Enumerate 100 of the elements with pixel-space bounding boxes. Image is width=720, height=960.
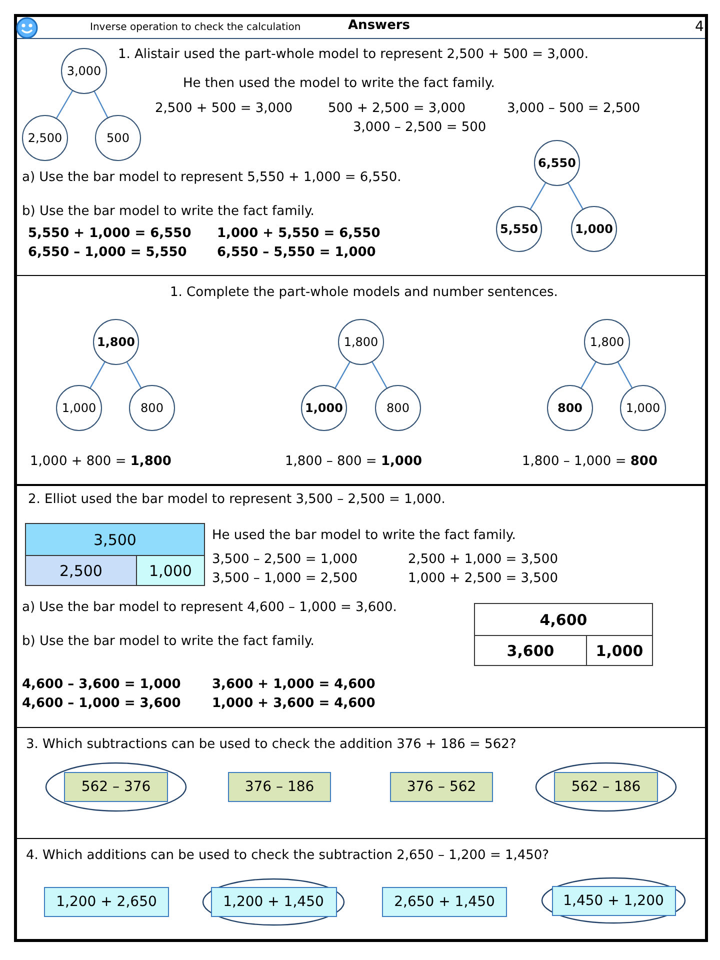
number-text: 1,200 + 1,450 [223,894,324,910]
number-text: 2,500 [28,131,62,145]
question-text: 3. Which subtractions can be used to check the addition 376 + 186 = 562? [26,737,516,753]
answer-card [64,772,168,802]
number-circle [56,385,102,431]
number-circle [61,48,107,94]
instruction-text: He then used the model to write the fact family. [183,76,495,92]
number-circle [534,140,580,186]
equation-text: 500 + 2,500 = 3,000 [328,101,466,117]
answer-card [228,772,331,802]
number-text: 1,000 [596,642,644,660]
answer-card [390,772,493,802]
connector-line [56,90,73,118]
bar-model-cell [136,555,205,586]
bar-model-cell [474,603,653,636]
number-circle [547,385,593,431]
number-circle [95,115,141,161]
equation-text: 2,500 + 500 = 3,000 [155,101,293,117]
answer-equation: 6,550 – 1,000 = 5,550 [28,245,187,261]
number-circle [375,385,421,431]
number-text: 2,500 [60,562,102,580]
question-text: b) Use the bar model to write the fact family. [22,634,314,650]
number-text: 1,000 [305,401,343,415]
number-text: 4,600 [540,610,588,628]
question-text: 2. Elliot used the bar model to represent 3,500 – 2,500 = 1,000. [28,492,446,508]
connector-line [94,91,108,118]
equation-text: 3,500 – 2,500 = 1,000 [212,552,358,568]
number-text: 562 – 376 [81,779,151,795]
bar-model-cell [586,635,653,666]
number-circle [22,115,68,161]
number-text: 5,550 [500,222,538,236]
number-text: 3,500 [94,530,136,548]
number-circle [129,385,175,431]
answers-heading: Answers [348,18,410,34]
answer-card [210,887,336,917]
number-circle [584,319,630,365]
number-text: 3,600 [506,642,554,660]
bar-model-cell [25,555,137,586]
number-text: 1,800 [344,335,378,349]
equation-text: 3,000 – 500 = 2,500 [507,101,640,117]
number-text: 562 – 186 [571,779,641,795]
connector-line [530,182,546,210]
answer-equation: 6,550 – 5,550 = 1,000 [217,245,376,261]
instruction-text: He used the bar model to write the fact family. [212,528,516,544]
connector-line [372,362,388,388]
number-circle [620,385,666,431]
number-text: 1,800 [97,335,135,349]
question-text: 1. Complete the part-whole models and number sentences. [170,285,558,301]
number-text: 2,650 + 1,450 [394,894,495,910]
equation-text: 3,000 – 2,500 = 500 [353,120,486,136]
number-text: 1,000 [575,222,613,236]
number-text: 3,000 [66,64,102,78]
question-text: a) Use the bar model to represent 4,600 – 1,000 = 3,600. [22,600,397,616]
equation-text: 2,500 + 1,000 = 3,500 [408,552,558,568]
number-text: 500 [106,131,130,145]
question-text: 1. Alistair used the part-whole model to represent 2,500 + 500 = 3,000. [118,47,588,63]
page-number: 4 [695,19,704,35]
number-circle [338,319,384,365]
question-text: a) Use the bar model to represent 5,550 + 1,000 = 6,550. [22,170,402,186]
connector-line [568,182,584,210]
equation-text: 1,800 – 1,000 = 800 [522,454,658,470]
connector-line [580,362,596,388]
number-text: 800 [140,401,164,415]
number-circle [571,206,617,252]
answer-equation: 4,600 – 3,600 = 1,000 [22,677,181,693]
answer-equation: 1,000 + 5,550 = 6,550 [217,226,380,242]
answer-card [382,887,507,917]
answer-card [552,886,676,916]
bar-model-cell [474,635,587,666]
equation-text: 3,500 – 1,000 = 2,500 [212,571,358,587]
number-text: 1,800 [590,335,624,349]
connector-line [126,362,142,388]
number-circle [496,206,542,252]
number-text: 1,000 [62,401,96,415]
number-text: 1,000 [149,562,192,580]
equation-text: 1,800 – 800 = 1,000 [285,454,422,470]
question-text: b) Use the bar model to write the fact family. [22,204,314,220]
number-text: 800 [557,401,583,415]
selection-ellipse [202,878,345,926]
number-text: 376 – 186 [244,779,314,795]
selection-ellipse [535,762,677,812]
answer-equation: 4,600 – 1,000 = 3,600 [22,696,181,712]
equation-text: 1,000 + 800 = 1,800 [30,454,172,470]
number-text: 1,200 + 2,650 [56,894,157,910]
answer-card [554,772,658,802]
number-circle [93,319,139,365]
answer-equation: 5,550 + 1,000 = 6,550 [28,226,192,242]
selection-ellipse [45,762,187,812]
number-text: 6,550 [538,156,576,170]
number-text: 1,000 [626,401,660,415]
connector-line [90,362,106,388]
answer-card [44,887,169,917]
answer-equation: 3,600 + 1,000 = 4,600 [212,677,376,693]
question-text: 4. Which additions can be used to check the subtraction 2,650 – 1,200 = 1,450? [26,848,550,864]
connector-line [334,362,350,388]
number-text: 376 – 562 [406,779,476,795]
bar-model-cell [25,523,205,556]
worksheet-title: Inverse operation to check the calculation [90,21,301,35]
number-text: 800 [386,401,410,415]
equation-text: 1,000 + 2,500 = 3,500 [408,571,558,587]
